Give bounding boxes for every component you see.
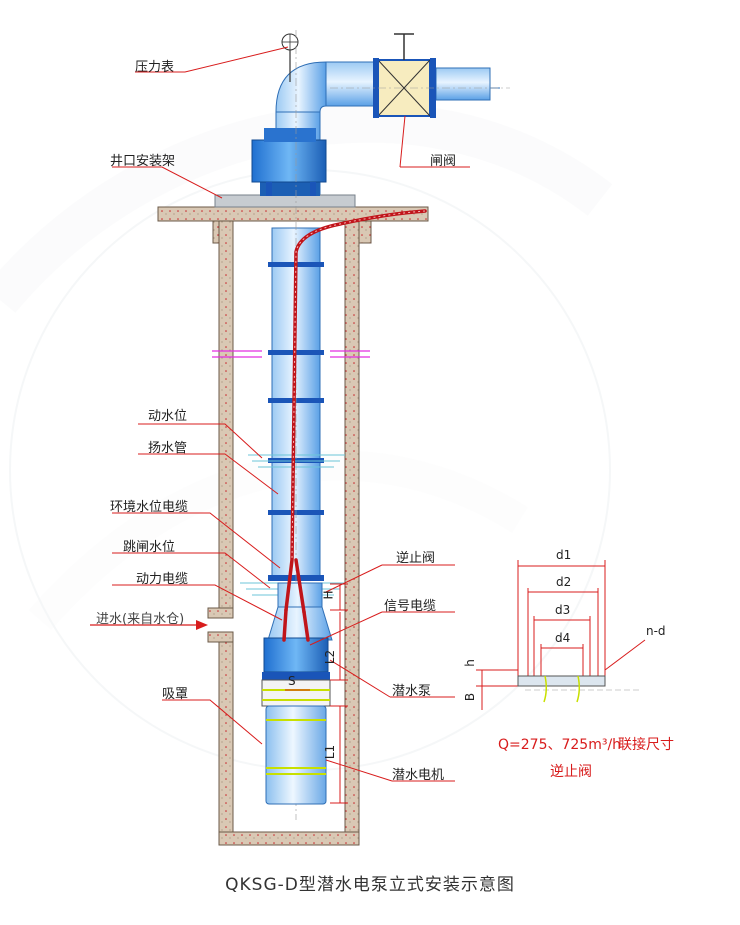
dim-d3: d3 bbox=[555, 603, 571, 617]
label-submersible-pump: 潜水泵 bbox=[392, 684, 432, 699]
dim-h: h bbox=[462, 659, 477, 667]
label-water-inlet: 进水(来自水仓) bbox=[96, 612, 185, 627]
flange-detail bbox=[476, 560, 640, 710]
gate-valve bbox=[373, 33, 436, 118]
dim-L2: L2 bbox=[323, 649, 338, 665]
diagram-caption: QKSG-D型潜水电泵立式安装示意图 bbox=[225, 875, 515, 895]
leader-lines bbox=[112, 46, 646, 782]
label-signal-cable: 信号电缆 bbox=[384, 599, 437, 614]
dim-d2: d2 bbox=[556, 575, 572, 589]
flange-note-valve: 逆止阀 bbox=[550, 764, 592, 780]
cable-texture bbox=[291, 210, 426, 561]
pump-dimension-lines bbox=[285, 583, 348, 804]
inlet-arrow bbox=[90, 620, 208, 630]
label-wellhead-frame: 井口安装架 bbox=[110, 154, 176, 169]
pipe-break-marks bbox=[212, 350, 370, 358]
label-gate-valve: 闸阀 bbox=[430, 154, 457, 169]
flange-note-spec: Q=275、725m³/h bbox=[498, 737, 622, 753]
label-power-cable: 动力电缆 bbox=[136, 572, 189, 587]
flange-note-title: 联接尺寸 bbox=[618, 737, 674, 753]
dim-H: H bbox=[321, 590, 336, 600]
label-submersible-motor: 潜水电机 bbox=[392, 768, 445, 783]
dim-n-d: n-d bbox=[646, 624, 666, 638]
label-riser-pipe: 扬水管 bbox=[148, 441, 188, 456]
dim-S: S bbox=[288, 674, 296, 688]
dim-L1: L1 bbox=[323, 744, 338, 760]
label-env-level-cable: 环境水位电缆 bbox=[110, 500, 189, 515]
label-pressure-gauge: 压力表 bbox=[135, 60, 175, 75]
label-check-valve: 逆止阀 bbox=[396, 551, 436, 566]
well-structure bbox=[157, 206, 429, 846]
label-suction-hood: 吸罩 bbox=[162, 687, 189, 702]
dim-d4: d4 bbox=[555, 631, 571, 645]
label-trip-water-level: 跳闸水位 bbox=[123, 540, 176, 555]
pressure-gauge bbox=[281, 33, 299, 82]
label-dynamic-water-level: 动水位 bbox=[148, 409, 188, 424]
dim-B: B bbox=[463, 692, 478, 702]
dim-d1: d1 bbox=[556, 548, 572, 562]
pump-motor-unit bbox=[261, 582, 333, 805]
